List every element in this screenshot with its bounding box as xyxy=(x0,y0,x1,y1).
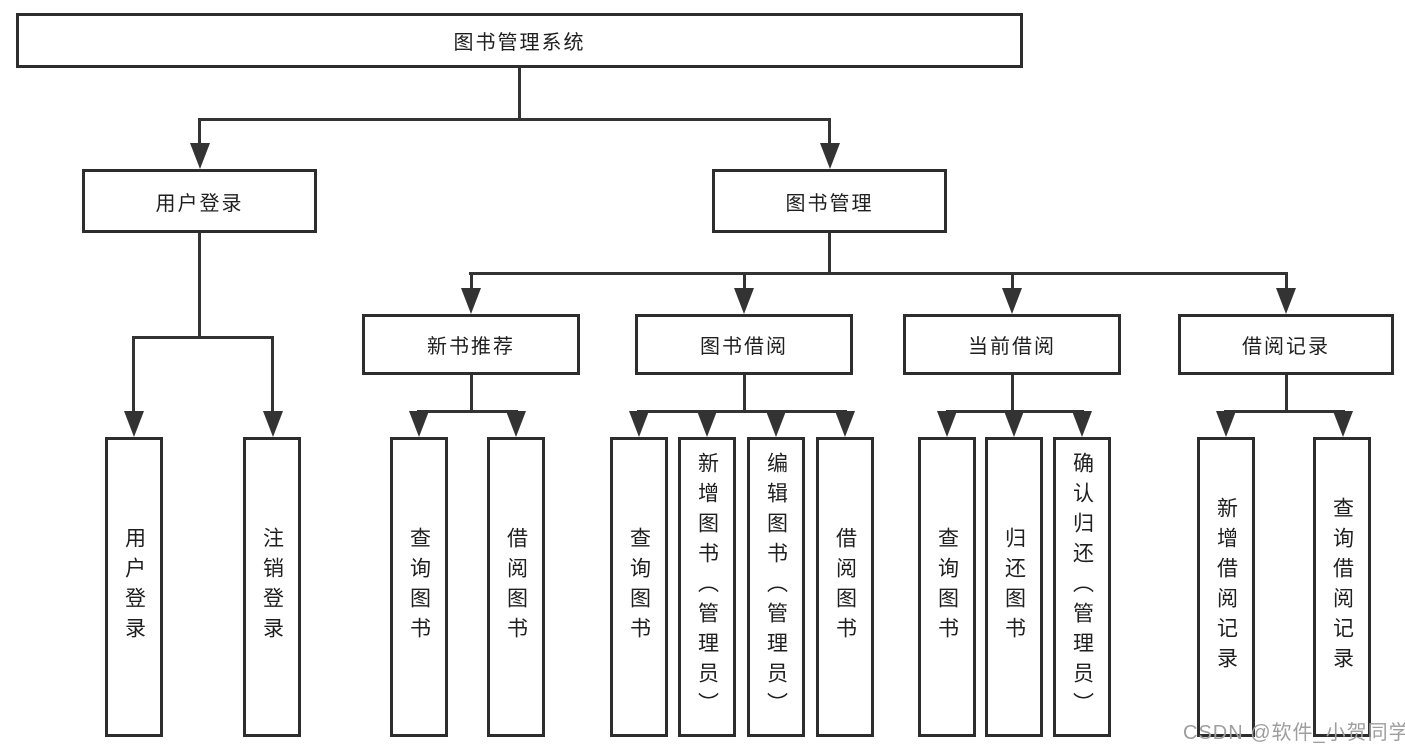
connector-line xyxy=(1284,375,1288,413)
arrowhead-down-icon xyxy=(1004,411,1024,437)
leaf-query-books-1: 查询图书 xyxy=(390,437,448,737)
leaf-user-login: 用户登录 xyxy=(105,437,163,737)
leaf-add-borrow-record: 新增借阅记录 xyxy=(1197,437,1255,737)
connector-line xyxy=(198,233,201,339)
connector-line xyxy=(1284,272,1288,292)
leaf-borrow-books-2-label: 借阅图书 xyxy=(833,527,857,647)
node-root-label: 图书管理系统 xyxy=(453,32,586,54)
leaf-add-books-admin: 新增图书（管理员） xyxy=(678,437,736,737)
leaf-query-borrow-record: 查询借阅记录 xyxy=(1313,437,1371,737)
arrowhead-down-icon xyxy=(835,411,855,437)
arrowhead-down-icon xyxy=(461,288,481,314)
connector-line xyxy=(198,118,831,121)
connector-line xyxy=(1010,272,1014,292)
arrowhead-down-icon xyxy=(734,288,754,314)
connector-line xyxy=(132,336,135,416)
leaf-user-login-label: 用户登录 xyxy=(122,527,146,647)
node-book-management: 图书管理 xyxy=(712,169,947,233)
arrowhead-down-icon xyxy=(1072,411,1092,437)
node-user-login: 用户登录 xyxy=(82,169,317,233)
connector-line xyxy=(742,375,746,413)
connector-line xyxy=(742,272,746,292)
connector-line xyxy=(417,410,518,413)
connector-line xyxy=(637,410,847,413)
node-user-login-label: 用户登录 xyxy=(155,192,244,215)
leaf-query-books-2-label: 查询图书 xyxy=(627,527,651,647)
arrowhead-down-icon xyxy=(189,143,210,169)
connector-line xyxy=(518,68,521,120)
node-current-borrow: 当前借阅 xyxy=(903,314,1121,375)
leaf-return-books-label: 归还图书 xyxy=(1002,527,1026,647)
connector-line xyxy=(828,118,831,148)
node-new-book-recommend: 新书推荐 xyxy=(362,314,580,375)
arrowhead-down-icon xyxy=(1002,288,1022,314)
node-book-management-label: 图书管理 xyxy=(785,192,874,215)
arrowhead-down-icon xyxy=(262,411,283,437)
arrowhead-down-icon xyxy=(629,411,649,437)
leaf-confirm-return-admin-label: 确认归还（管理员） xyxy=(1070,452,1094,722)
connector-line xyxy=(132,336,274,339)
node-book-borrow-label: 图书借阅 xyxy=(700,336,788,358)
node-current-borrow-label: 当前借阅 xyxy=(968,336,1056,358)
leaf-query-borrow-record-label: 查询借阅记录 xyxy=(1330,497,1354,677)
leaf-edit-books-admin-label: 编辑图书（管理员） xyxy=(764,452,788,722)
csdn-watermark: CSDN @软件_小贺同学 xyxy=(1183,722,1405,744)
node-new-book-recommend-label: 新书推荐 xyxy=(427,336,515,358)
leaf-query-books-3: 查询图书 xyxy=(918,437,976,737)
arrowhead-down-icon xyxy=(766,411,786,437)
leaf-add-borrow-record-label: 新增借阅记录 xyxy=(1214,497,1238,677)
arrowhead-down-icon xyxy=(409,411,429,437)
leaf-query-books-1-label: 查询图书 xyxy=(407,527,431,647)
leaf-add-books-admin-label: 新增图书（管理员） xyxy=(695,452,719,722)
arrowhead-down-icon xyxy=(819,143,840,169)
leaf-borrow-books-1: 借阅图书 xyxy=(487,437,545,737)
leaf-return-books: 归还图书 xyxy=(985,437,1043,737)
connector-line xyxy=(469,272,1288,275)
leaf-confirm-return-admin: 确认归还（管理员） xyxy=(1053,437,1111,737)
arrowhead-down-icon xyxy=(1276,288,1296,314)
node-root: 图书管理系统 xyxy=(16,13,1023,68)
leaf-query-books-3-label: 查询图书 xyxy=(935,527,959,647)
leaf-logout-label: 注销登录 xyxy=(260,527,284,647)
connector-line xyxy=(1224,410,1344,413)
connector-line xyxy=(469,375,473,413)
node-borrow-records: 借阅记录 xyxy=(1178,314,1394,375)
arrowhead-down-icon xyxy=(123,411,144,437)
node-book-borrow: 图书借阅 xyxy=(635,314,853,375)
arrowhead-down-icon xyxy=(1333,411,1353,437)
connector-line xyxy=(198,118,201,148)
arrowhead-down-icon xyxy=(937,411,957,437)
connector-line xyxy=(469,272,473,292)
leaf-query-books-2: 查询图书 xyxy=(610,437,668,737)
arrowhead-down-icon xyxy=(1216,411,1236,437)
arrowhead-down-icon xyxy=(697,411,717,437)
leaf-borrow-books-1-label: 借阅图书 xyxy=(504,527,528,647)
connector-line xyxy=(271,336,274,416)
leaf-logout: 注销登录 xyxy=(243,437,301,737)
node-borrow-records-label: 借阅记录 xyxy=(1242,336,1330,358)
leaf-borrow-books-2: 借阅图书 xyxy=(816,437,874,737)
connector-line xyxy=(828,233,831,275)
arrowhead-down-icon xyxy=(506,411,526,437)
connector-line xyxy=(1010,375,1014,413)
leaf-edit-books-admin: 编辑图书（管理员） xyxy=(747,437,805,737)
